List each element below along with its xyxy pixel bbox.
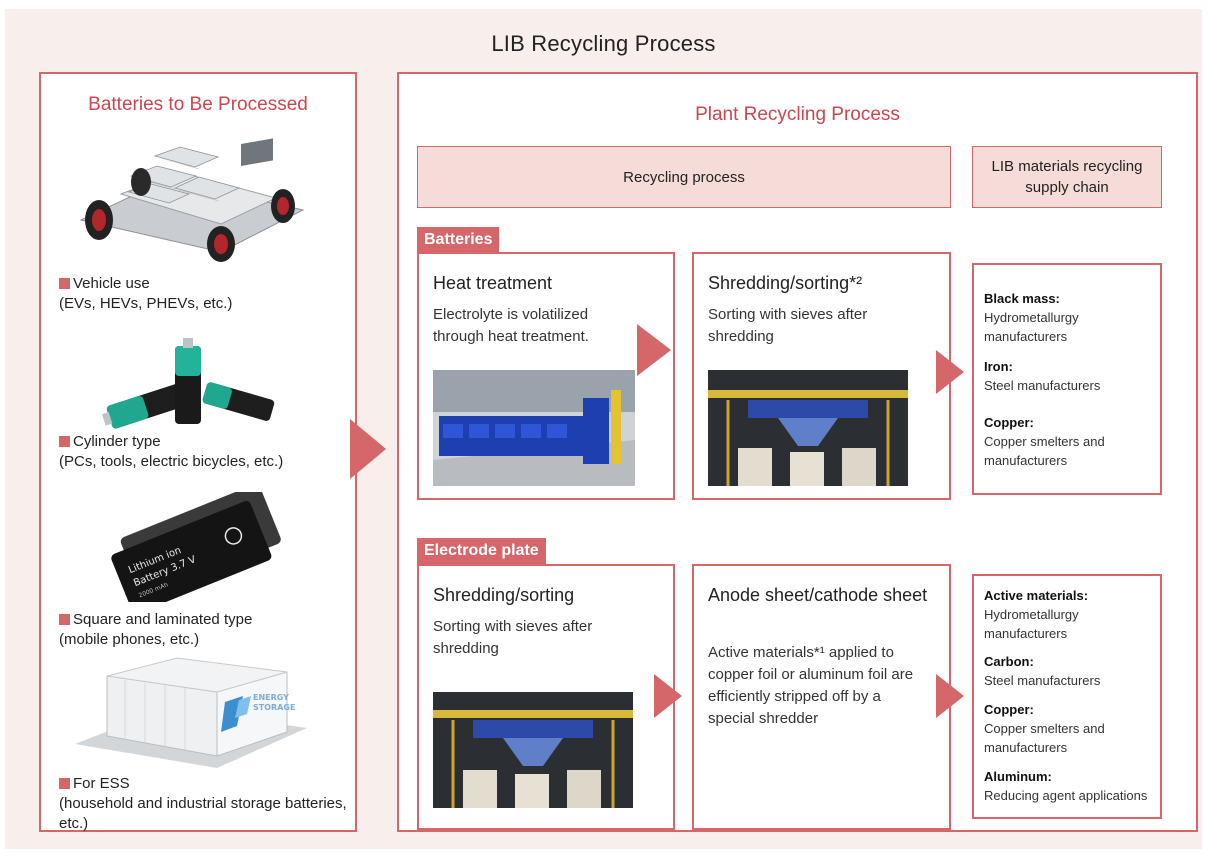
supply-item: Carbon:Steel manufacturers: [984, 654, 1101, 688]
shredding-sorting-card-2: Shredding/sorting Sorting with sieves af…: [417, 564, 675, 830]
page-title: LIB Recycling Process: [491, 31, 716, 56]
plant-process-title: Plant Recycling Process: [695, 104, 900, 125]
batteries-panel: Batteries to Be Processed Vehicle use: [39, 72, 357, 832]
anode-cathode-card: Anode sheet/cathode sheet Active materia…: [692, 564, 951, 830]
anode-cathode-title: Anode sheet/cathode sheet: [708, 585, 928, 605]
cylinder-batteries-image: [101, 338, 275, 429]
supply-item: Active materials:Hydrometallurgy manufac…: [984, 588, 1089, 641]
supply-chain-box-2: Active materials:Hydrometallurgy manufac…: [972, 574, 1162, 819]
heat-treatment-title: Heat treatment: [433, 273, 553, 293]
ess-label-line1: ENERGY: [253, 693, 289, 702]
heat-treatment-desc: Electrolyte is volatilized through heat …: [433, 306, 589, 345]
diagram-background: LIB Recycling Process Batteries to Be Pr…: [5, 9, 1202, 849]
bullet-square-icon: [59, 278, 70, 289]
battery-type-cylinder: Cylinder type (PCs, tools, electric bicy…: [59, 433, 284, 470]
flow-arrow-icon: [637, 324, 671, 376]
supply-item: Iron:Steel manufacturers: [984, 359, 1101, 393]
flow-arrow-icon: [350, 419, 386, 479]
flow-arrow-icon: [654, 674, 682, 718]
battery-type-square: Square and laminated type (mobile phones…: [59, 611, 253, 648]
ev-chassis-image: [79, 138, 305, 262]
shredding-sorting-title-2: Shredding/sorting: [433, 585, 575, 605]
shredding-sorting-desc-2: Sorting with sieves after shredding: [433, 618, 593, 657]
shredding-sorting-desc-1: Sorting with sieves after shredding: [708, 306, 868, 345]
electrode-plate-tag: Electrode plate: [417, 538, 546, 564]
batteries-tag: Batteries: [417, 227, 500, 253]
shredding-sorting-title-1: Shredding/sorting*²: [708, 273, 863, 293]
bullet-square-icon: [59, 778, 70, 789]
battery-type-vehicle: Vehicle use (EVs, HEVs, PHEVs, etc.): [59, 275, 233, 312]
plant-process-panel: Plant Recycling Process Recycling proces…: [397, 72, 1198, 832]
supply-item: Copper:Copper smelters and manufacturers: [984, 415, 1105, 468]
supply-item: Black mass:Hydrometallurgy manufacturers: [984, 291, 1079, 344]
supply-chain-header: LIB materials recycling supply chain: [972, 146, 1162, 208]
recycling-process-header: Recycling process: [417, 146, 951, 208]
batteries-panel-title: Batteries to Be Processed: [88, 94, 308, 115]
bullet-square-icon: [59, 614, 70, 625]
supply-chain-box-1: Black mass:Hydrometallurgy manufacturers…: [972, 263, 1162, 495]
shredding-plant-photo-1: [708, 370, 908, 486]
shredding-sorting-card-1: Shredding/sorting*² Sorting with sieves …: [692, 252, 951, 500]
ess-container-image: ENERGY STORAGE: [75, 657, 307, 768]
battery-type-ess: For ESS (household and industrial storag…: [59, 775, 347, 832]
anode-cathode-desc: Active materials*¹ applied to copper foi…: [708, 644, 914, 727]
square-battery-image: Lithium ion Battery 3.7 V 2000 mAh: [111, 492, 281, 602]
supply-item: Aluminum:Reducing agent applications: [984, 769, 1148, 803]
flow-arrow-icon: [936, 674, 964, 718]
ess-label-line2: STORAGE: [253, 703, 295, 712]
heat-treatment-photo: [433, 370, 635, 486]
supply-item: Copper:Copper smelters and manufacturers: [984, 702, 1105, 755]
bullet-square-icon: [59, 436, 70, 447]
heat-treatment-card: Heat treatment Electrolyte is volatilize…: [417, 252, 675, 500]
shredding-plant-photo-2: [433, 692, 633, 808]
flow-arrow-icon: [936, 350, 964, 394]
recycle-icon: [224, 527, 243, 545]
